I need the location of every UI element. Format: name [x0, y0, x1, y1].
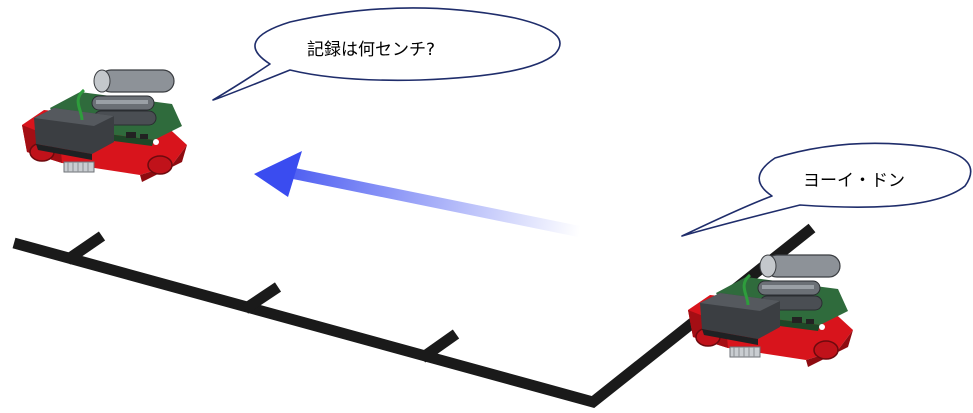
micromouse-robot-icon: [686, 253, 855, 369]
callout-bubble: [681, 142, 972, 237]
track-tick-2: [241, 282, 282, 314]
callout-robot-left: 記録は何センチ?: [212, 7, 561, 101]
direction-arrow-icon: [254, 151, 580, 237]
callout-bubble: [212, 7, 561, 101]
callout-text: ヨーイ・ドン: [803, 171, 905, 191]
micromouse-robot-icon: [20, 68, 189, 184]
track-tick-1: [63, 231, 106, 265]
callout-robot-right: ヨーイ・ドン: [681, 142, 972, 237]
callout-text: 記録は何センチ?: [307, 40, 435, 60]
track-tick-3: [418, 329, 460, 363]
